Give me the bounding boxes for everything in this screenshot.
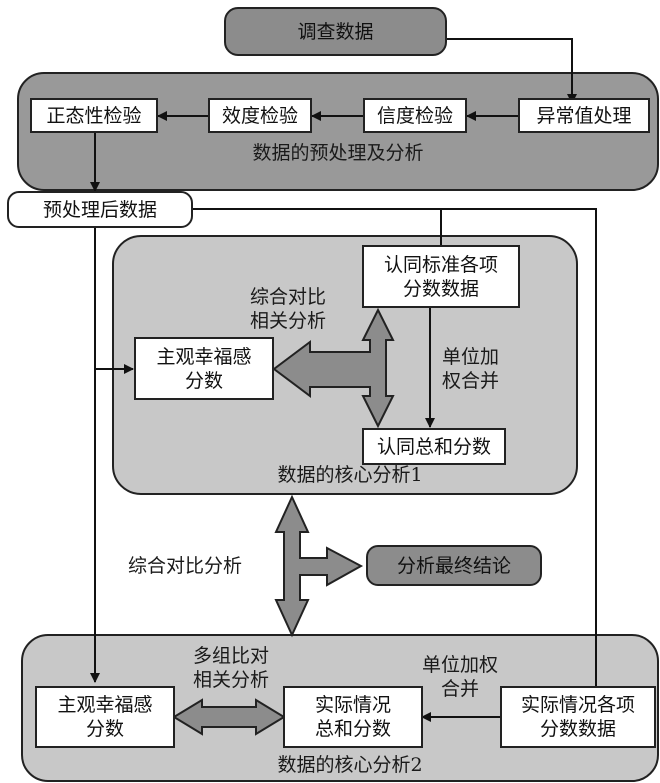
node-survey-data-label: 调查数据 <box>297 20 374 43</box>
node-subjective-happiness-1-line2: 分数 <box>184 369 223 392</box>
node-subjective-happiness-2: 主观幸福感 分数 <box>35 686 175 748</box>
node-actual-item-scores-line2: 分数数据 <box>539 718 616 740</box>
node-subjective-happiness-2-line2: 分数 <box>85 718 124 740</box>
node-identity-total-score-label: 认同总和分数 <box>376 435 491 458</box>
node-actual-total-score: 实际情况 总和分数 <box>283 686 423 748</box>
label-core2-merge: 单位加权 合并 <box>410 653 510 701</box>
node-subjective-happiness-1: 主观幸福感 分数 <box>134 337 274 400</box>
node-normality-test: 正态性检验 <box>30 98 158 133</box>
node-identity-item-scores-line2: 分数数据 <box>402 277 479 300</box>
group-preprocessing <box>17 72 659 191</box>
node-preprocessed-data-label: 预处理后数据 <box>42 198 157 221</box>
node-validity-test-label: 效度检验 <box>221 104 298 127</box>
node-validity-test: 效度检验 <box>208 98 312 133</box>
node-final-conclusion-label: 分析最终结论 <box>396 554 511 577</box>
edge-preprocessed-to-actual-items <box>193 208 601 732</box>
node-subjective-happiness-1-line1: 主观幸福感 <box>156 345 252 368</box>
node-identity-item-scores-line1: 认同标准各项 <box>383 253 498 276</box>
node-actual-item-scores-line1: 实际情况各项 <box>520 694 635 716</box>
label-core1-compare-line1: 综合对比 <box>250 286 327 308</box>
label-core1-compare: 综合对比 相关分析 <box>250 285 360 333</box>
node-final-conclusion: 分析最终结论 <box>366 545 542 586</box>
label-core1-compare-line2: 相关分析 <box>250 310 327 332</box>
node-reliability-test-label: 信度检验 <box>376 104 453 127</box>
node-preprocessed-data: 预处理后数据 <box>7 191 193 228</box>
node-actual-total-score-line2: 总和分数 <box>314 718 391 740</box>
node-identity-total-score: 认同总和分数 <box>362 428 506 465</box>
node-outlier-processing-label: 异常值处理 <box>536 104 632 127</box>
label-core2-merge-line1: 单位加权 <box>421 654 498 676</box>
node-normality-test-label: 正态性检验 <box>46 104 142 127</box>
node-subjective-happiness-2-line1: 主观幸福感 <box>57 694 153 716</box>
node-reliability-test: 信度检验 <box>363 98 467 133</box>
label-core1-merge: 单位加 权合并 <box>442 345 522 393</box>
node-actual-total-score-line1: 实际情况 <box>314 694 391 716</box>
node-survey-data: 调查数据 <box>224 7 447 56</box>
node-outlier-processing: 异常值处理 <box>518 98 650 133</box>
group-preprocessing-title: 数据的预处理及分析 <box>252 142 424 164</box>
label-core2-merge-line2: 合并 <box>440 678 479 700</box>
label-overall-compare: 综合对比分析 <box>128 555 243 577</box>
block-arrow-core1-compare <box>272 307 395 429</box>
node-identity-item-scores: 认同标准各项 分数数据 <box>362 245 520 308</box>
label-core1-merge-line1: 单位加 <box>442 346 500 368</box>
group-core-analysis-1-title: 数据的核心分析1 <box>277 464 423 486</box>
label-core2-compare-line2: 相关分析 <box>192 669 269 691</box>
edge-survey-to-outlier <box>446 38 577 104</box>
label-core2-compare: 多组比对 相关分析 <box>176 644 286 692</box>
label-core2-compare-line1: 多组比对 <box>192 645 269 667</box>
group-core-analysis-2-title: 数据的核心分析2 <box>277 754 423 776</box>
label-core1-merge-line2: 权合并 <box>442 370 500 392</box>
node-actual-item-scores: 实际情况各项 分数数据 <box>500 686 656 748</box>
block-arrow-overall-compare <box>274 494 364 638</box>
